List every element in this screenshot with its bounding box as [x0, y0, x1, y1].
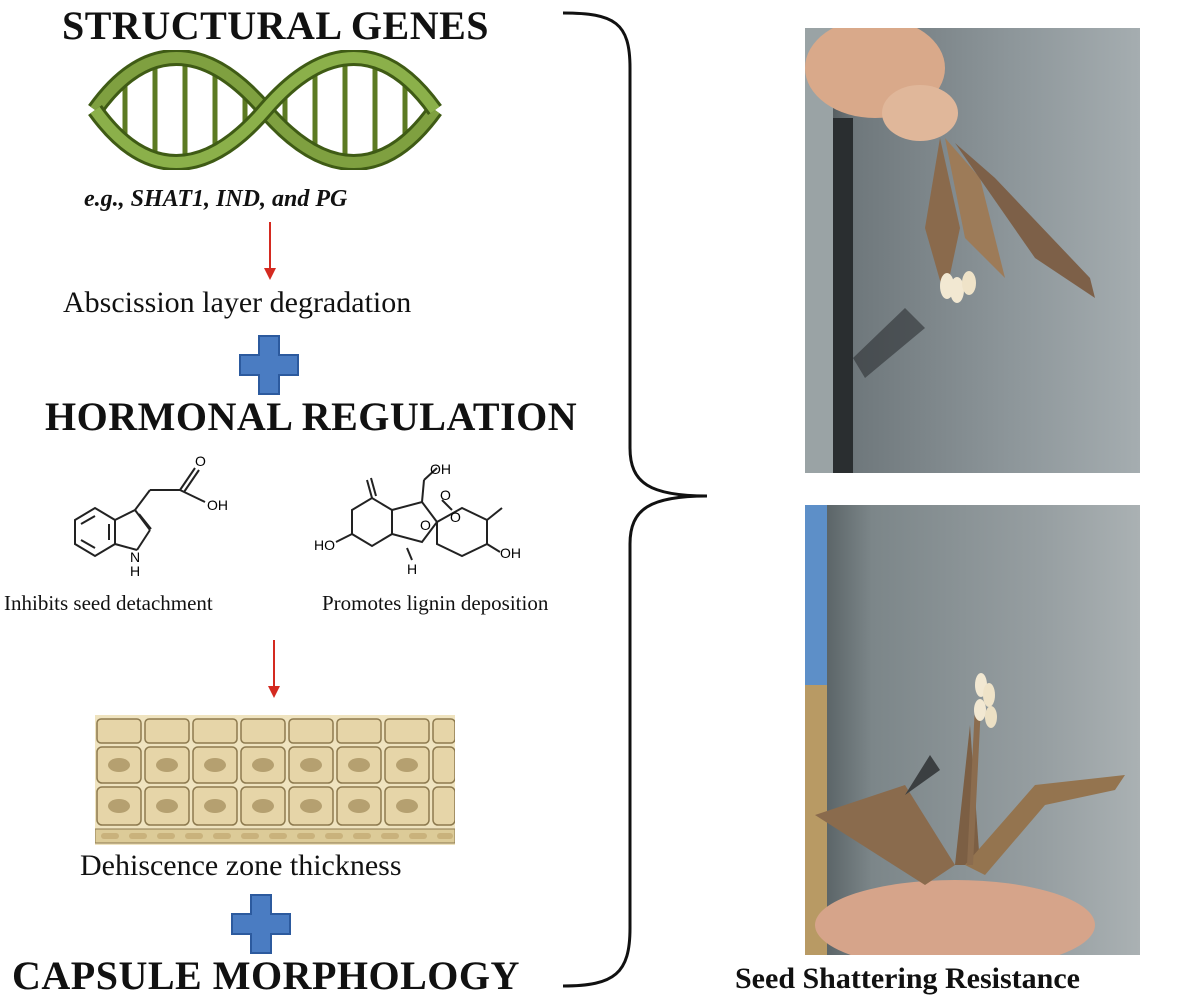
seed-shattering-resistance-caption: Seed Shattering Resistance — [735, 962, 1080, 995]
mol1-oxygen-label: O — [195, 453, 206, 469]
seed-capsule-photo-bottom — [805, 505, 1140, 955]
mol2-oh-right-label: OH — [500, 545, 521, 561]
mol2-ho-label: HO — [314, 537, 335, 553]
mol2-h-label: H — [407, 561, 417, 577]
dna-helix-illustration — [88, 50, 442, 170]
mol2-o-inner-label: O — [450, 509, 461, 525]
dehiscence-zone-text: Dehiscence zone thickness — [80, 849, 402, 882]
plus-icon — [239, 335, 299, 395]
molecule-gibberellin-structure: OH O HO OH H O O — [314, 461, 521, 577]
structural-genes-examples: e.g., SHAT1, IND, and PG — [84, 186, 348, 212]
plus-icon — [231, 894, 291, 954]
mol2-o-label: O — [440, 487, 451, 503]
inhibits-seed-detachment-caption: Inhibits seed detachment — [4, 591, 213, 615]
mol2-o-ring-label: O — [420, 517, 431, 533]
mol1-oh-label: OH — [207, 497, 228, 513]
mol1-n-label: N — [130, 549, 140, 565]
molecule-indole-structure: O OH N H — [74, 453, 228, 579]
mol1-h-label: H — [130, 563, 140, 579]
curly-brace — [562, 11, 708, 988]
mol2-oh-top-label: OH — [430, 461, 451, 477]
hormonal-regulation-heading: HORMONAL REGULATION — [45, 394, 578, 439]
dehiscence-tissue-illustration — [95, 715, 455, 845]
down-arrow-icon — [264, 222, 276, 280]
seed-capsule-photo-top — [805, 28, 1140, 473]
promotes-lignin-deposition-caption: Promotes lignin deposition — [322, 591, 549, 615]
structural-genes-heading: STRUCTURAL GENES — [62, 3, 490, 48]
down-arrow-icon — [268, 640, 280, 698]
abscission-layer-text: Abscission layer degradation — [63, 286, 412, 319]
capsule-morphology-heading: CAPSULE MORPHOLOGY — [12, 953, 520, 998]
